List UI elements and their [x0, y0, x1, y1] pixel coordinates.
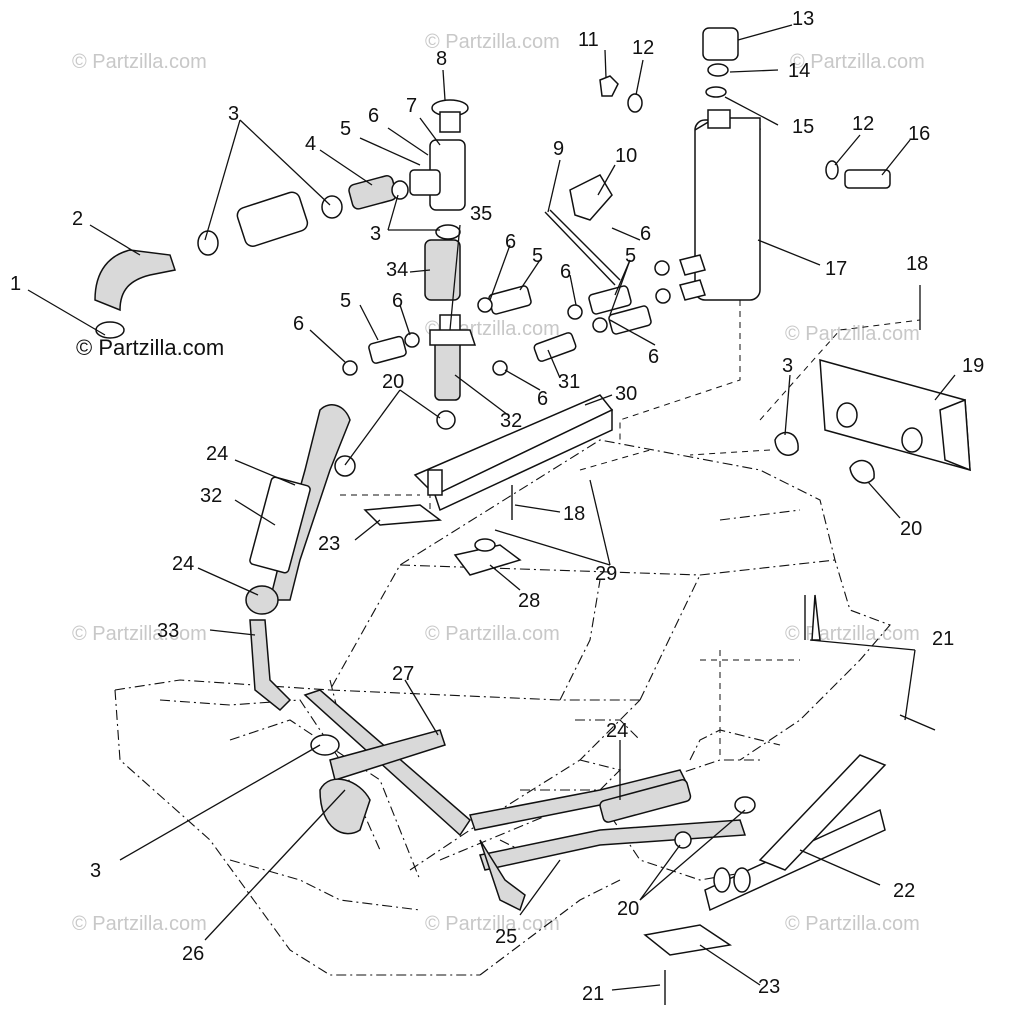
callout-12b: 12 — [852, 113, 874, 135]
callout-4: 4 — [305, 133, 316, 155]
callout-11: 11 — [578, 29, 599, 51]
callout-29: 29 — [595, 563, 617, 585]
callout-33: 33 — [157, 620, 179, 642]
callout-16: 16 — [908, 123, 930, 145]
callout-22: 22 — [893, 880, 915, 902]
upper-coolant-hose — [245, 404, 356, 712]
callout-3d: 3 — [90, 860, 101, 882]
watermark: © Partzilla.com — [425, 623, 560, 645]
callout-25: 25 — [495, 926, 517, 948]
callout-23: 23 — [318, 533, 340, 555]
mounting-plate-right — [774, 358, 971, 484]
callout-10: 10 — [615, 145, 637, 167]
callout-8: 8 — [436, 48, 447, 70]
callout-20: 20 — [900, 518, 922, 540]
coolant-reservoir — [569, 27, 891, 301]
callout-19: 19 — [962, 355, 984, 377]
watermark: © Partzilla.com — [72, 51, 207, 73]
watermark: © Partzilla.com — [72, 623, 207, 645]
callout-24c: 24 — [606, 720, 628, 742]
callout-6d: 6 — [560, 261, 571, 283]
lower-coolant-hoses — [303, 689, 756, 912]
thermostat-housing — [409, 99, 477, 430]
callout-5c: 5 — [532, 245, 543, 267]
callout-14: 14 — [788, 60, 810, 82]
hose-fittings — [342, 260, 671, 376]
callout-15: 15 — [792, 116, 814, 138]
callout-6c: 6 — [505, 231, 516, 253]
callout-24: 24 — [206, 443, 228, 465]
callout-20c: 20 — [617, 898, 639, 920]
coolant-hose-left — [94, 175, 409, 339]
callout-1: 1 — [10, 273, 21, 295]
callout-7: 7 — [406, 95, 417, 117]
callout-31: 31 — [558, 371, 580, 393]
callout-5d: 5 — [340, 290, 351, 312]
callout-18: 18 — [906, 253, 928, 275]
callout-30: 30 — [615, 383, 637, 405]
callout-3: 3 — [228, 103, 239, 125]
watermark: © Partzilla.com — [76, 335, 224, 360]
callout-6h: 6 — [537, 388, 548, 410]
callout-32b: 32 — [200, 485, 222, 507]
watermark: © Partzilla.com — [72, 913, 207, 935]
callout-23b: 23 — [758, 976, 780, 998]
callout-34: 34 — [386, 259, 408, 281]
callout-13: 13 — [792, 8, 814, 30]
callout-21b: 21 — [582, 983, 604, 1005]
callout-20b: 20 — [382, 371, 404, 393]
watermark: © Partzilla.com — [785, 323, 920, 345]
callout-18b: 18 — [563, 503, 585, 525]
callout-27: 27 — [392, 663, 414, 685]
callout-2: 2 — [72, 208, 83, 230]
callout-5: 5 — [340, 118, 351, 140]
watermark: © Partzilla.com — [790, 51, 925, 73]
callout-6b: 6 — [640, 223, 651, 245]
watermark: © Partzilla.com — [785, 913, 920, 935]
heat-exchanger-plate — [363, 394, 821, 641]
callout-9: 9 — [553, 138, 564, 160]
leader-lines — [27, 24, 956, 991]
mounting-plate-lower-right — [643, 714, 936, 1005]
callout-12: 12 — [632, 37, 654, 59]
callout-21: 21 — [932, 628, 954, 650]
callout-17: 17 — [825, 258, 847, 280]
watermark: © Partzilla.com — [425, 31, 560, 53]
callout-26: 26 — [182, 943, 204, 965]
callout-numbers: 1 2 3 4 5 6 7 8 3 35 34 9 10 11 12 13 14… — [10, 8, 984, 1005]
callout-5b: 5 — [625, 245, 636, 267]
callout-32: 32 — [500, 410, 522, 432]
callout-6f: 6 — [392, 290, 403, 312]
callout-6e: 6 — [648, 346, 659, 368]
callout-3c: 3 — [782, 355, 793, 377]
overflow-tube — [544, 209, 621, 286]
callout-3b: 3 — [370, 223, 381, 245]
callout-6: 6 — [368, 105, 379, 127]
watermark: © Partzilla.com — [425, 913, 560, 935]
callout-24b: 24 — [172, 553, 194, 575]
callout-35: 35 — [470, 203, 492, 225]
callout-6g: 6 — [293, 313, 304, 335]
callout-28: 28 — [518, 590, 540, 612]
